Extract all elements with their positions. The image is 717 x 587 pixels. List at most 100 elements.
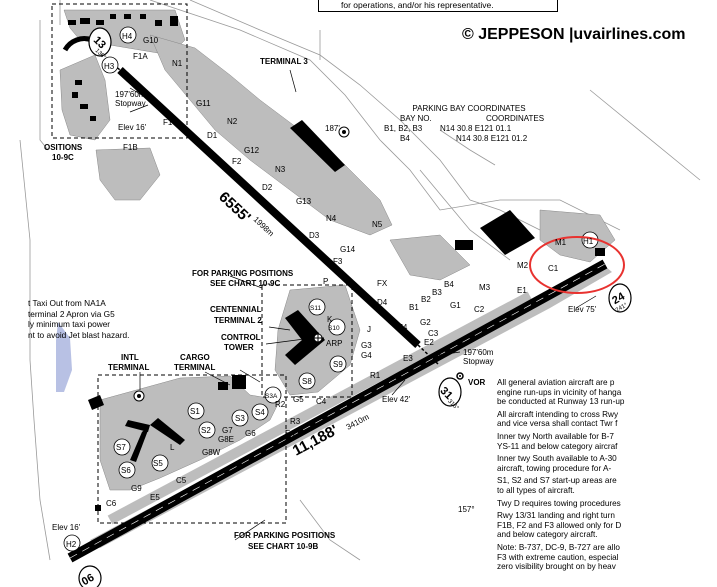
stand-label: S9	[333, 360, 343, 369]
runway-06-24	[67, 259, 608, 563]
taxiway-label: E4	[285, 429, 295, 438]
stand-label: S6	[121, 466, 131, 475]
label-intl-2: TERMINAL	[108, 363, 149, 372]
taxiway-label: G8W	[202, 448, 221, 457]
terminal-3-star	[338, 126, 350, 138]
taxiway-label: G11	[196, 99, 211, 108]
taxiway-label: N1	[172, 59, 183, 68]
stand-label: S1	[190, 407, 200, 416]
taxiway-label: M2	[517, 261, 529, 270]
taxi-out-note-line: terminal 2 Apron via G5	[28, 308, 115, 319]
stand-label: S8	[302, 377, 312, 386]
taxiway-label: H3	[104, 62, 115, 71]
taxiway-label: D4	[377, 298, 388, 307]
west-pad	[59, 54, 111, 141]
control-tower-symbol	[312, 332, 324, 344]
taxiway-label: N5	[372, 220, 383, 229]
taxiway-label: G14	[340, 245, 356, 254]
rwy-13-31-length: 6555'	[215, 188, 254, 226]
taxiway-label: G13	[296, 197, 312, 206]
taxiway-label: F1B	[123, 143, 138, 152]
note-line: to all types of aircraft.	[497, 485, 575, 495]
taxiway-label: E1	[517, 286, 527, 295]
taxiway-label: F2	[232, 157, 242, 166]
taxiway-label: G4	[361, 351, 372, 360]
note-line: All aircraft intending to cross Rwy	[497, 409, 619, 419]
taxiway-label: B4	[444, 280, 454, 289]
taxiway-label: G7	[222, 426, 233, 435]
buildings	[68, 14, 605, 511]
parking-row-bay: B4	[400, 134, 410, 143]
taxiway-label: D3	[309, 231, 320, 240]
vor-symbol	[456, 372, 464, 380]
note-line: and below category aircraft.	[497, 530, 598, 540]
note-line: Twy D requires towing procedures	[497, 498, 621, 508]
label-vor: VOR	[468, 378, 486, 387]
terminal-3-apron	[149, 34, 393, 236]
chart-reference-boxes	[51, 3, 353, 524]
label-parking-b-2: SEE CHART 10-9B	[248, 542, 318, 551]
water-area	[56, 322, 72, 392]
note-line: aircraft, towing procedure for A-	[497, 463, 612, 473]
copyright-text: © JEPPESON |uvairlines.com	[462, 26, 686, 43]
taxiway-label: G5	[293, 395, 304, 404]
taxiway-label: P	[323, 277, 328, 286]
taxiway-label: C5	[176, 476, 187, 485]
taxiway-label: F3	[333, 257, 343, 266]
note-line: Note: B-737, DC-9, B-727 are allo	[497, 542, 620, 552]
taxiway-label: F1A	[133, 52, 148, 61]
label-arp: ARP	[326, 339, 342, 348]
label-centennial-2: TERMINAL 2	[214, 316, 262, 325]
note-line: F1B, F2 and F3 allowed only for D	[497, 520, 622, 530]
intl-apron	[99, 375, 281, 491]
parking-row-coords: N14 30.8 E121 01.1	[440, 124, 512, 133]
taxiway-label: M1	[555, 238, 567, 247]
label-cargo-2: TERMINAL	[174, 363, 215, 372]
taxiway-label: FX	[377, 279, 388, 288]
parking-table-col-bay: BAY NO.	[400, 114, 432, 123]
taxiway-label: R3	[290, 417, 301, 426]
taxiway-label: H2	[66, 540, 77, 549]
taxiway-label: C1	[548, 264, 559, 273]
taxiway-label: B2	[421, 295, 431, 304]
note-line: be conducted at Runway 13 run-up	[497, 397, 625, 407]
note-line: YS-11 and below category aircraf	[497, 441, 618, 451]
stopway-13-a: 197'60m	[115, 90, 146, 99]
parking-row-coords: N14 30.8 E121 01.2	[456, 134, 528, 143]
taxiway-label: G2	[420, 318, 431, 327]
note-line: Inner twy North available for B-7	[497, 431, 614, 441]
taxiway-label: F1	[163, 118, 173, 127]
taxiway-label: H4	[122, 32, 133, 41]
intl-star	[133, 390, 145, 402]
note-line: All general aviation aircraft are p	[497, 378, 615, 387]
taxiway-label: B3	[432, 288, 442, 297]
label-parking-c-1: FOR PARKING POSITIONS	[192, 269, 294, 278]
label-parking-b-1: FOR PARKING POSITIONS	[234, 531, 336, 540]
taxiway-label: E2	[424, 338, 434, 347]
stopway-31-a: 197'60m	[463, 348, 494, 357]
intl-terminal-building	[125, 418, 185, 462]
stand-label: S2	[201, 426, 211, 435]
east-apron	[389, 234, 471, 281]
label-positions-2: 10-9C	[52, 153, 74, 162]
taxiway-label: E5	[150, 493, 160, 502]
taxiway-label: N4	[326, 214, 337, 223]
leader-lines	[129, 69, 597, 541]
taxiway-label: G12	[244, 146, 260, 155]
taxiway-label: K	[327, 315, 333, 324]
taxiway-label: E3	[403, 354, 413, 363]
taxiway-label: B1	[409, 303, 419, 312]
taxiway-label: G9	[131, 484, 142, 493]
taxiway-label: C2	[474, 305, 485, 314]
taxiway-label: C6	[106, 499, 117, 508]
stand-markers	[63, 26, 599, 552]
taxiway-label: N2	[227, 117, 238, 126]
taxiway-label: D2	[262, 183, 273, 192]
taxi-out-note-line: ly minimum taxi power	[28, 319, 111, 329]
taxiway-label: L	[170, 443, 175, 452]
taxiway-label: H1	[583, 237, 594, 246]
stand-label: S11	[310, 305, 321, 312]
taxiway-label: J	[367, 325, 371, 334]
